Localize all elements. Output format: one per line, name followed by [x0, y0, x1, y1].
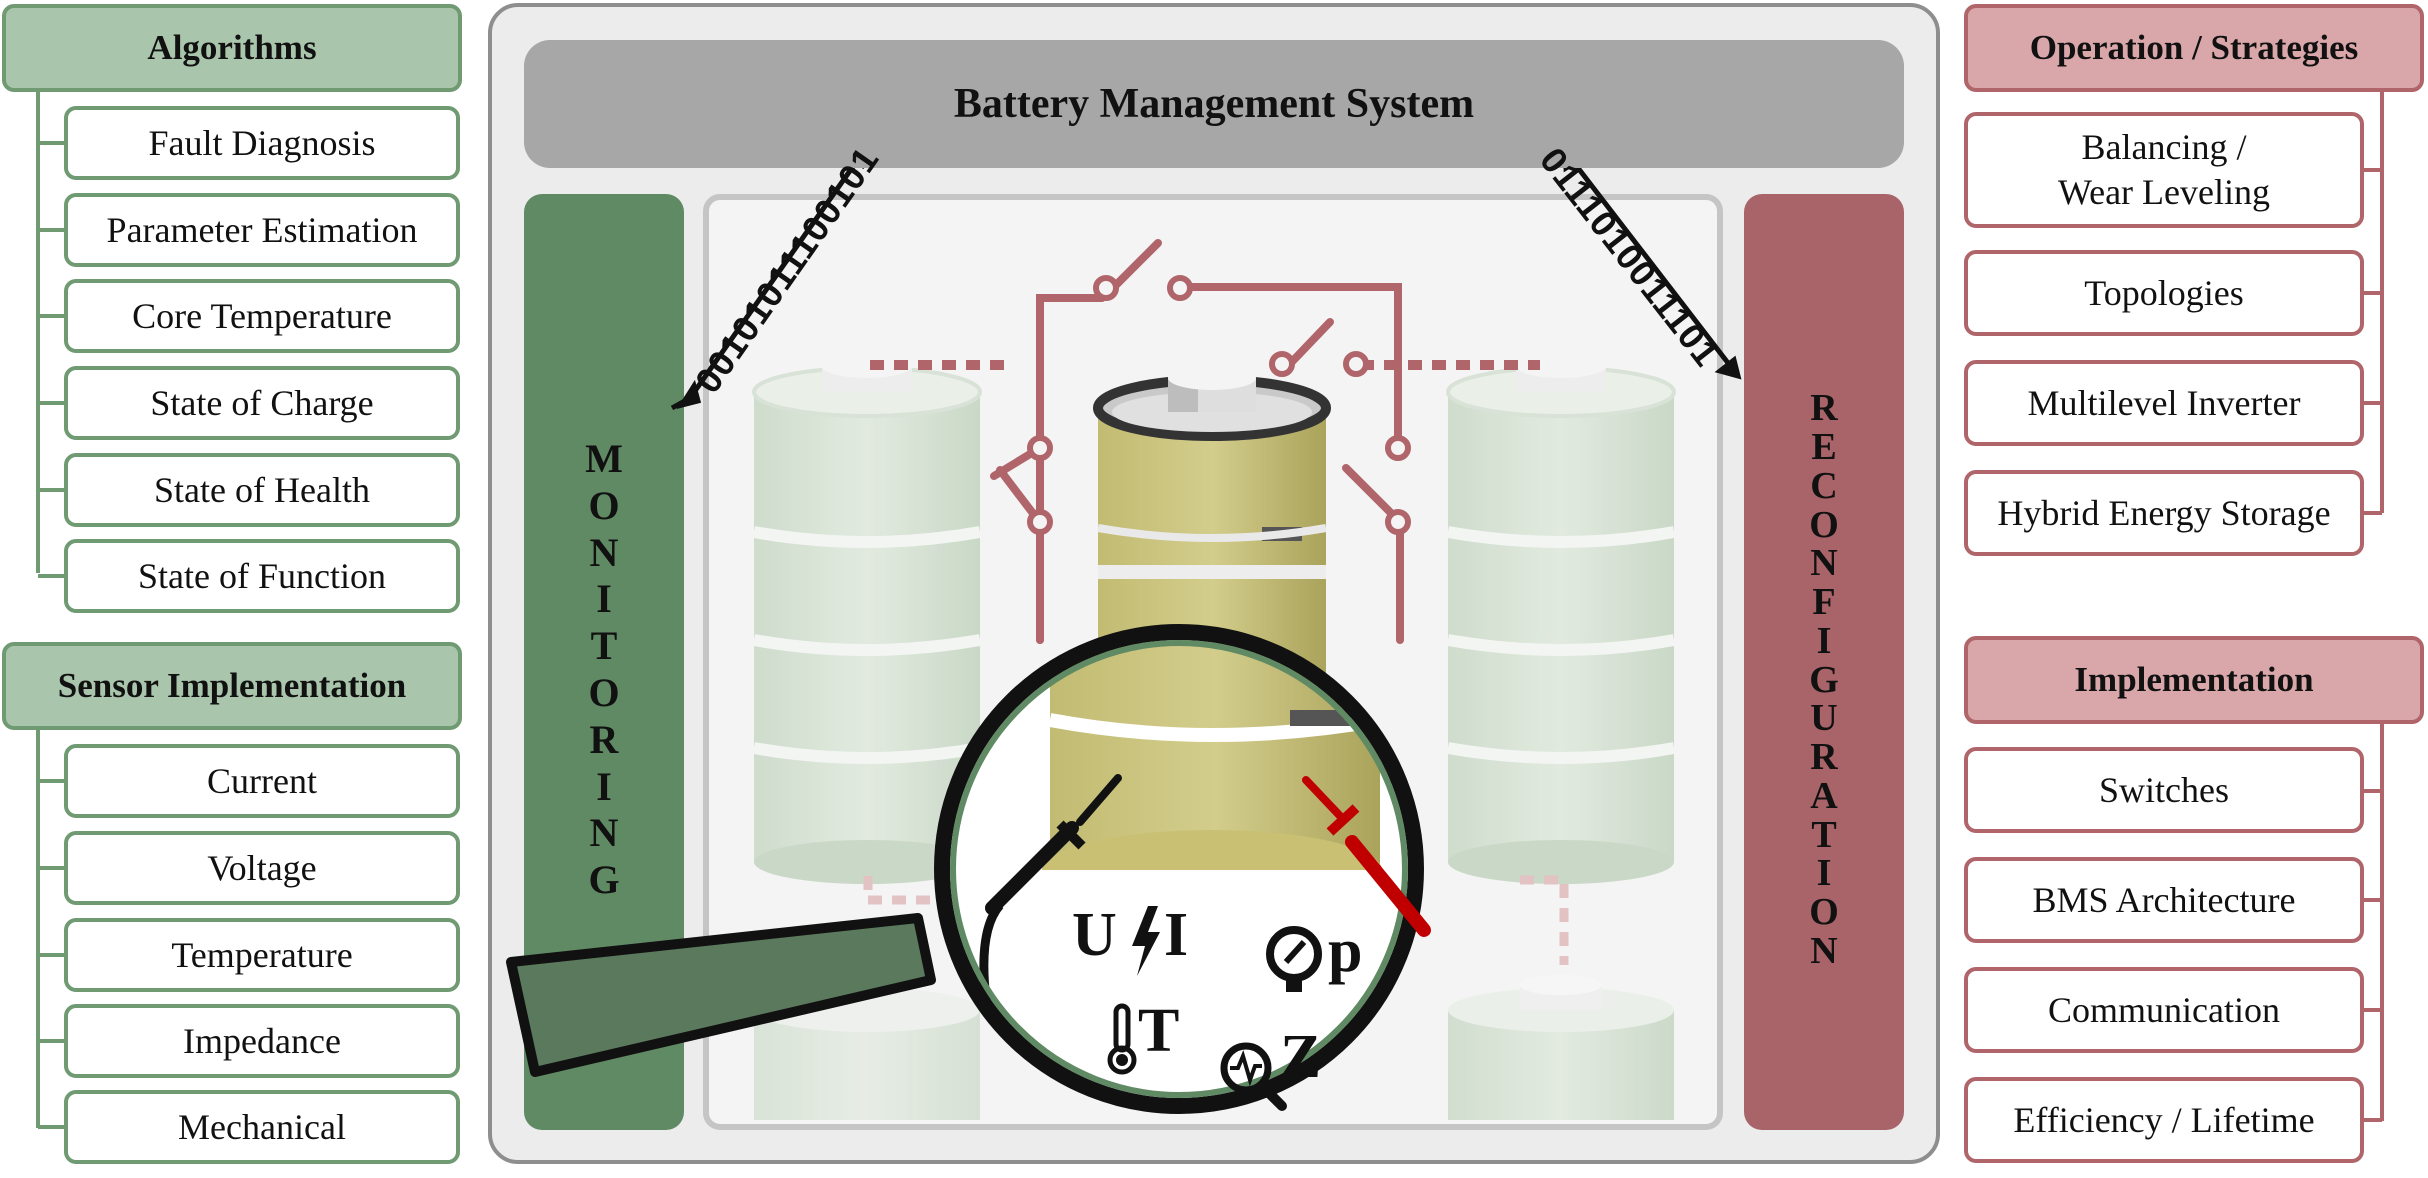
- reconfiguration-letter: R: [1810, 387, 1838, 430]
- monitoring-bar: [524, 194, 684, 1130]
- strategy-item-balancing: Balancing / Wear Leveling: [1964, 112, 2364, 228]
- algorithm-item-fault-diagnosis: Fault Diagnosis: [64, 106, 460, 180]
- thermometer-icon: [1107, 1003, 1137, 1075]
- strategy-item-multilevel-inverter: Multilevel Inverter: [1964, 360, 2364, 446]
- monitoring-letter: N: [589, 529, 619, 575]
- sensor-item-impedance: Impedance: [64, 1004, 460, 1078]
- left-tree-connectors: [36, 88, 66, 1129]
- algorithm-item-parameter-estimation: Parameter Estimation: [64, 193, 460, 267]
- pressure-gauge-icon: [1266, 926, 1322, 992]
- monitoring-letter: I: [596, 576, 612, 622]
- implementation-item-bms-architecture: BMS Architecture: [1964, 857, 2364, 943]
- reconfiguration-letter: I: [1816, 852, 1832, 895]
- reconfiguration-letter: I: [1816, 619, 1832, 662]
- monitoring-letter: O: [588, 482, 620, 528]
- dotted-links-bottom: [863, 875, 1569, 965]
- reconfiguration-letter: E: [1811, 426, 1837, 469]
- current-symbol: I: [1164, 901, 1189, 969]
- reconfiguration-letter: O: [1809, 891, 1839, 934]
- sensor-item-current: Current: [64, 744, 460, 818]
- switch-contacts: [1027, 275, 1411, 535]
- temperature-symbol: T: [1138, 997, 1180, 1065]
- sensor-item-mechanical: Mechanical: [64, 1090, 460, 1164]
- right-tree-connectors: [2362, 92, 2384, 1122]
- lightning-icon: [1132, 906, 1160, 976]
- strategy-item-topologies: Topologies: [1964, 250, 2364, 336]
- monitoring-letter: N: [589, 810, 619, 856]
- voltage-symbol: U: [1072, 901, 1117, 969]
- red-probe: [1302, 776, 1431, 937]
- monitoring-letter: O: [588, 670, 620, 715]
- implementation-item-communication: Communication: [1964, 967, 2364, 1053]
- implementation-header: Implementation: [1964, 636, 2424, 724]
- battery-cell-left: [752, 354, 982, 884]
- strategy-item-balancing-line2: Wear Leveling: [2058, 172, 2270, 212]
- operation-strategies-header: Operation / Strategies: [1964, 4, 2424, 92]
- reconfiguration-letter: C: [1810, 464, 1838, 507]
- reconfiguration-letter: U: [1810, 697, 1838, 740]
- impedance-symbol: Z: [1280, 1023, 1322, 1091]
- monitoring-letter: T: [590, 623, 618, 669]
- reconfiguration-letter: N: [1810, 929, 1838, 972]
- sensor-implementation-header: Sensor Implementation: [2, 642, 462, 730]
- magnifier-handle: [506, 913, 936, 1077]
- monitoring-letter: R: [589, 716, 619, 762]
- algorithm-item-state-of-charge: State of Charge: [64, 366, 460, 440]
- reconfiguration-letter: A: [1810, 774, 1838, 817]
- monitoring-letter: G: [588, 857, 620, 903]
- battery-cell-right: [1446, 354, 1676, 884]
- algorithm-item-state-of-health: State of Health: [64, 453, 460, 527]
- sensor-item-temperature: Temperature: [64, 918, 460, 992]
- battery-cell-bottom-right: [1448, 975, 1674, 1120]
- strategy-item-balancing-line1: Balancing /: [2081, 127, 2247, 167]
- black-probe: [985, 774, 1122, 915]
- implementation-item-switches: Switches: [1964, 747, 2364, 833]
- algorithm-item-state-of-function: State of Function: [64, 539, 460, 613]
- reconfiguration-bar: [1744, 194, 1904, 1130]
- reconfiguration-letter: N: [1810, 542, 1838, 585]
- reconfiguration-letter: O: [1809, 503, 1839, 546]
- reconfiguration-letter: G: [1809, 658, 1839, 701]
- reconfiguration-letter: T: [1811, 813, 1837, 856]
- implementation-item-efficiency-lifetime: Efficiency / Lifetime: [1964, 1077, 2364, 1163]
- monitoring-letter: I: [596, 763, 612, 809]
- pressure-symbol: p: [1328, 917, 1363, 985]
- strategy-item-hybrid-energy-storage: Hybrid Energy Storage: [1964, 470, 2364, 556]
- reconfiguration-letter: F: [1812, 581, 1836, 624]
- algorithm-item-core-temperature: Core Temperature: [64, 279, 460, 353]
- impedance-magnifier-icon: [1220, 1042, 1287, 1111]
- bms-title: Battery Management System: [524, 40, 1904, 168]
- algorithms-header: Algorithms: [2, 4, 462, 92]
- monitoring-letter: M: [585, 436, 623, 482]
- reconfiguration-letter: R: [1810, 736, 1838, 779]
- sensor-item-voltage: Voltage: [64, 831, 460, 905]
